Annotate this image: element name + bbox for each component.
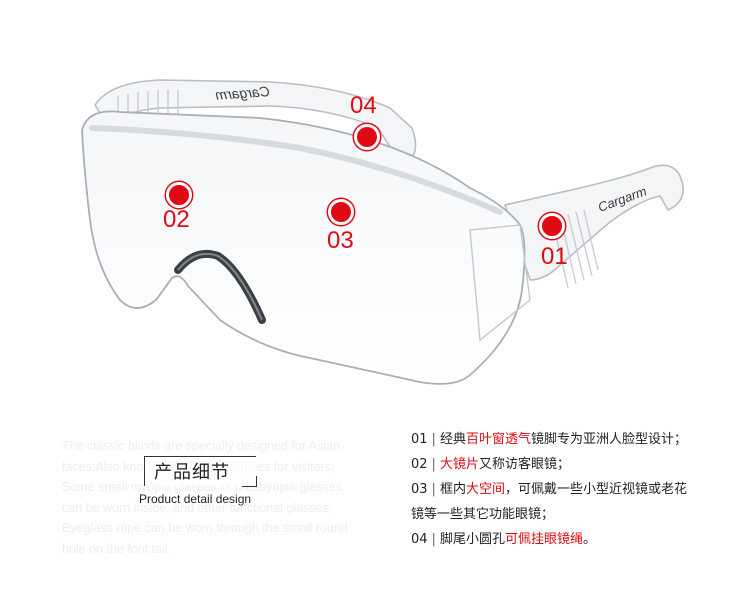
ghost-line: The classic blinds are specially designe…: [62, 439, 340, 453]
detail-highlight: 百叶窗透气: [465, 432, 531, 447]
section-title: 产品细节: [154, 462, 230, 483]
hotspot-dot-icon: [328, 199, 354, 225]
ghost-line: hole on the foot tail.: [62, 541, 172, 556]
front-temple-arm: [503, 164, 684, 281]
detail-separator: |: [431, 482, 436, 497]
detail-text: 又称访客眼镜；: [478, 457, 570, 472]
detail-highlight: 可佩挂眼镜绳: [504, 532, 583, 547]
hotspot-dot-icon: [354, 124, 380, 150]
marker-label: 03: [327, 227, 354, 254]
marker-label: 01: [541, 243, 568, 270]
marker-label: 04: [350, 92, 377, 119]
detail-number: 02: [411, 457, 428, 472]
detail-number: 03: [411, 482, 428, 497]
hotspot-dot-icon: [166, 182, 192, 208]
detail-highlight: 大镜片: [439, 457, 479, 472]
detail-text: 框内: [439, 482, 466, 497]
detail-separator: |: [431, 457, 436, 472]
safety-goggles-image: Cargarm Cargarm: [81, 79, 684, 385]
detail-item-04: 04|脚尾小圆孔可佩挂眼镜绳。: [411, 528, 596, 547]
brand-text-rear: Cargarm: [214, 83, 270, 103]
detail-highlight: 大空间: [465, 482, 505, 497]
detail-item-03-continued: 镜等一些其它功能眼镜；: [411, 503, 554, 522]
detail-item-01: 01|经典百叶窗透气镜脚专为亚洲人脸型设计；: [411, 428, 687, 447]
section-title-frame: [144, 456, 257, 487]
hotspot-dot-icon: [539, 213, 565, 239]
ghost-line: can be worn inside, and other functional…: [62, 500, 333, 515]
detail-text: 。: [582, 532, 596, 547]
detail-number: 01: [411, 432, 428, 447]
ghost-line: Some small myopia glasses or presbyopia …: [62, 480, 342, 494]
detail-separator: |: [431, 432, 436, 447]
detail-text: 镜等一些其它功能眼镜；: [411, 507, 555, 522]
marker-label: 02: [163, 206, 190, 233]
detail-separator: |: [431, 532, 436, 547]
lens-shield: [81, 110, 526, 385]
section-subtitle: Product detail design: [139, 492, 252, 506]
detail-text: 镜脚专为亚洲人脸型设计；: [530, 432, 687, 447]
detail-item-02: 02|大镜片又称访客眼镜；: [411, 453, 570, 472]
detail-number: 04: [411, 532, 428, 547]
detail-item-03: 03|框内大空间，可佩戴一些小型近视镜或老花: [411, 478, 687, 497]
detail-text: 脚尾小圆孔: [439, 532, 505, 547]
detail-text: 经典: [439, 432, 466, 447]
detail-text: ，可佩戴一些小型近视镜或老花: [504, 482, 687, 497]
ghost-line: Eyeglass rope can be worn through the sm…: [62, 521, 348, 535]
